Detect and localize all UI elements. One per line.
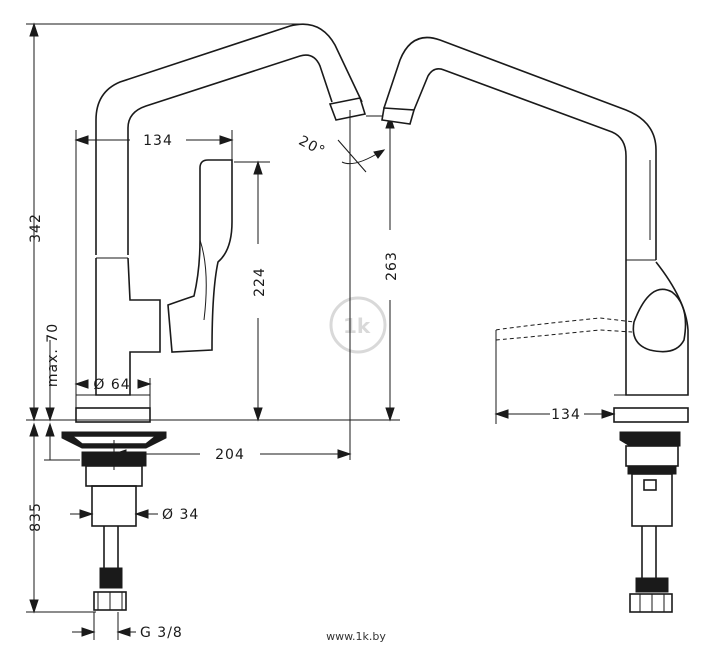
watermark-site: www.1k.by <box>326 630 386 643</box>
right-spout-inner <box>413 68 627 260</box>
dim-text-diam64: Ø 64 <box>93 377 130 393</box>
dim-text-204: 204 <box>215 447 245 463</box>
right-body <box>625 260 689 396</box>
spout-inner-edge <box>127 54 333 255</box>
right-mount-plate <box>619 431 681 447</box>
dim-text-263: 263 <box>384 251 400 281</box>
shank-body <box>91 485 137 527</box>
left-view-faucet <box>61 23 367 611</box>
spout-outer-edge <box>95 23 363 255</box>
watermark-logo-text: 1k <box>343 314 371 338</box>
angle-ref-line <box>337 139 367 173</box>
hose-crimp <box>99 567 123 589</box>
dim-text-g38: G 3/8 <box>140 625 183 641</box>
right-hose-nut <box>629 593 673 613</box>
dim-text-342: 342 <box>28 213 44 243</box>
right-spout-outer <box>383 36 657 260</box>
dim-text-224: 224 <box>252 267 268 297</box>
lever-shading <box>199 239 207 321</box>
right-view-faucet <box>381 36 689 613</box>
watermark-logo: 1k <box>329 296 387 354</box>
right-shank <box>631 473 673 527</box>
right-spout-tip <box>381 107 416 125</box>
angle-arc <box>341 151 381 165</box>
dim-text-diam34: Ø 34 <box>162 507 199 523</box>
body-column <box>95 257 161 396</box>
lever-handle <box>167 159 233 353</box>
right-hose-crimp <box>635 577 669 593</box>
dim-text-max70: max. 70 <box>45 323 61 387</box>
dim-text-134-left: 134 <box>143 133 173 149</box>
right-base-flange <box>613 407 689 423</box>
right-lever <box>632 288 687 353</box>
spout-tip <box>328 97 367 121</box>
dim-text-134-right: 134 <box>551 407 581 423</box>
dim-text-835: 835 <box>28 502 44 532</box>
right-thread <box>627 465 677 475</box>
dim-text-angle: 20° <box>296 133 328 160</box>
right-mount-ring <box>625 445 679 467</box>
right-lever-swing <box>495 317 635 331</box>
